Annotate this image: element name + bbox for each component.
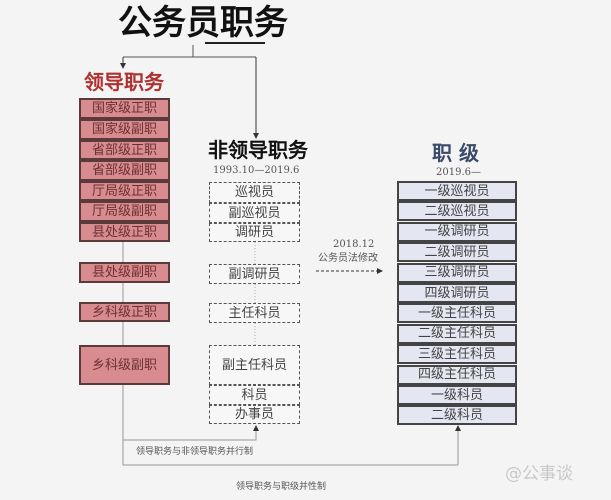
transition-date: 2018.12 (333, 239, 375, 250)
non-leading-position-box: 副调研员 (209, 264, 300, 284)
leading-position-box: 省部级正职 (79, 140, 170, 160)
rank-title: 职 级 (432, 141, 479, 165)
note-parallel-non-leading: 领导职务与非领导职务并行制 (136, 447, 254, 457)
rank-box: 二级科员 (397, 405, 517, 426)
watermark: @公事谈 (505, 464, 573, 484)
main-title-part2: 职务 (220, 3, 288, 43)
rank-box: 一级巡视员 (397, 181, 517, 201)
rank-box: 四级主任科员 (397, 364, 517, 385)
non-leading-position-box: 办事员 (209, 405, 300, 424)
leading-position-box: 乡科级副职 (79, 345, 170, 385)
non-leading-title: 非领导职务 (208, 138, 308, 162)
note-parallel-rank: 领导职务与职级并性制 (236, 482, 327, 492)
rank-box: 二级巡视员 (397, 201, 517, 222)
leading-position-box: 县处级副职 (79, 262, 170, 283)
non-leading-position-box: 科员 (209, 385, 300, 405)
rank-box: 四级调研员 (397, 283, 517, 303)
non-leading-position-box: 副巡视员 (209, 203, 300, 223)
leading-position-box: 厅局级正职 (79, 181, 170, 201)
rank-period: 2019.6— (436, 167, 481, 178)
transition-label: 公务员法修改 (318, 253, 378, 264)
non-leading-position-box: 调研员 (209, 223, 300, 242)
rank-box: 一级调研员 (397, 221, 517, 242)
leading-position-box: 乡科级正职 (79, 302, 170, 322)
rank-box: 一级主任科员 (397, 303, 517, 324)
non-leading-period: 1993.10—2019.6 (213, 165, 300, 176)
rank-box: 三级调研员 (397, 262, 517, 283)
leading-position-box: 国家级正职 (79, 98, 170, 119)
leading-position-box: 国家级副职 (79, 119, 170, 140)
rank-box: 二级调研员 (397, 242, 517, 263)
leading-position-box: 县处级正职 (79, 222, 170, 242)
leading-position-box: 省部级副职 (79, 160, 170, 181)
non-leading-position-box: 巡视员 (209, 182, 300, 203)
main-title-part1: 公务员 (118, 3, 220, 43)
non-leading-position-box: 主任科员 (209, 303, 300, 323)
leading-position-box: 厅局级副职 (79, 201, 170, 222)
rank-box: 二级主任科员 (397, 323, 517, 344)
non-leading-position-box: 副主任科员 (209, 345, 300, 385)
leading-title: 领导职务 (84, 70, 164, 94)
rank-box: 三级主任科员 (397, 344, 517, 365)
rank-box: 一级科员 (397, 385, 517, 405)
main-title: 公务员职务 (118, 6, 288, 40)
